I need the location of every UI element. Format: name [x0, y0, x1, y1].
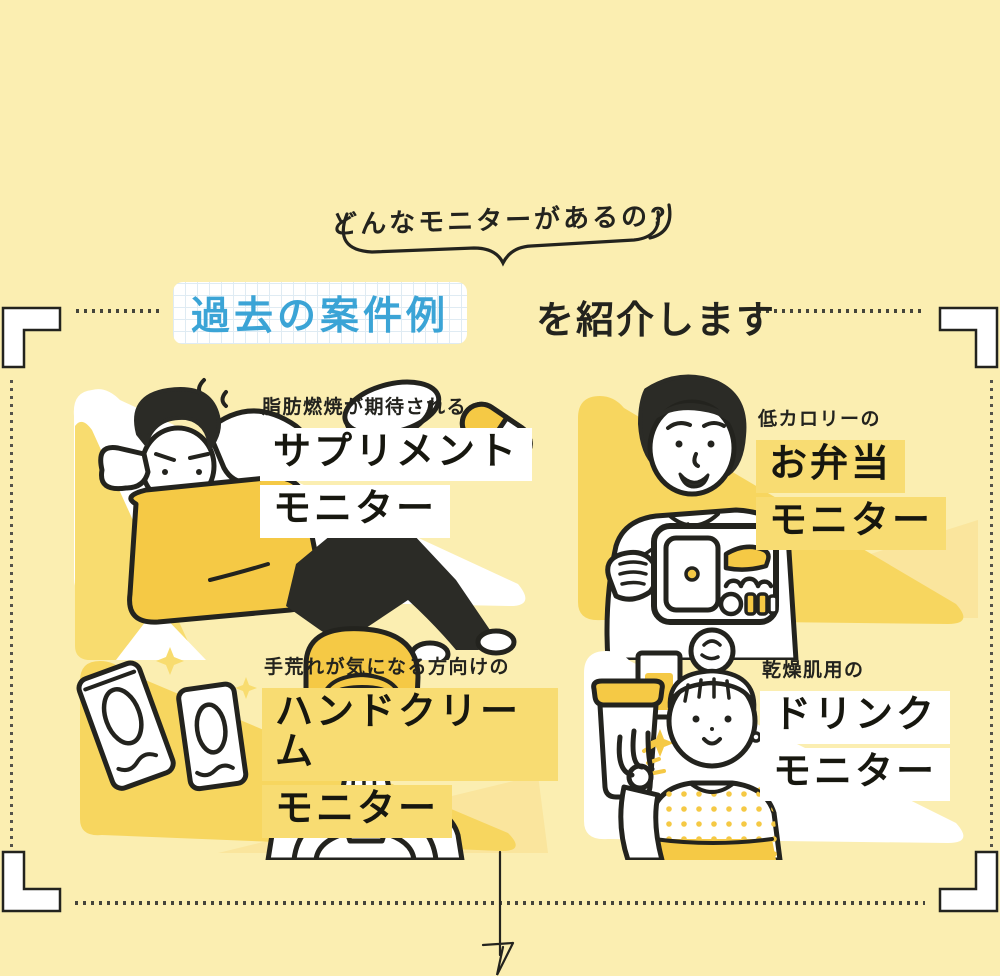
- card-subtitle: 低カロリーの: [758, 409, 882, 430]
- sparkle-icon: [156, 647, 257, 699]
- man-nose: [692, 452, 700, 468]
- bento-rice: [723, 544, 771, 572]
- man-hair-front: [653, 403, 742, 444]
- man-eyebrows: [154, 452, 210, 462]
- man-foot: [475, 628, 517, 656]
- card-title-line: ハンドクリーム: [262, 688, 558, 781]
- heading-highlight-box: 過去の案件例: [173, 282, 467, 344]
- crop-corner-mark-top-left: [1, 306, 62, 369]
- white-bottom-wedge: [116, 608, 206, 660]
- card-supplement-label: 脂肪燃焼が期待される サプリメント モニター: [260, 392, 533, 542]
- man-doing-situps-with-pills-illustration: [73, 378, 533, 660]
- woman-blouse-band: [650, 839, 776, 860]
- card-title-line: モニター: [262, 784, 453, 838]
- hand-cream-tube-icon: [176, 681, 249, 792]
- woman-bangs: [667, 668, 757, 712]
- dotted-rule-top-left: [76, 309, 160, 313]
- woman-mouth: [702, 737, 722, 746]
- man-hair: [134, 387, 221, 450]
- man-pants: [286, 508, 493, 650]
- card-title-line: モニター: [756, 496, 947, 550]
- bento-food-bumps: [723, 576, 774, 589]
- heading-rest-text: を紹介します: [536, 300, 777, 342]
- ok-hand-gesture: [616, 728, 655, 791]
- hand-cream-tube-icon: [76, 660, 176, 791]
- man-eyebrows: [666, 421, 726, 430]
- man-hand-fingers: [618, 560, 648, 586]
- crop-corner-mark-bottom-right: [938, 850, 999, 913]
- man-hand: [605, 549, 659, 602]
- down-arrow: [481, 850, 515, 976]
- heading-highlighted-text: 過去の案件例: [191, 295, 450, 338]
- man-eating-low-calorie-bento-illustration: [578, 374, 978, 660]
- woman-hair-bun: [688, 627, 736, 675]
- drink-woman: [616, 627, 783, 860]
- woman-arm: [618, 784, 665, 860]
- card-handcream: 手荒れが気になる方向けの ハンドクリーム モニター: [58, 625, 558, 860]
- man-left-arm: [98, 444, 151, 492]
- card-title-line: ドリンク: [760, 691, 951, 744]
- card-title-line: モニター: [760, 747, 951, 801]
- bento-box-icon: [651, 523, 779, 625]
- dotted-rule-right: [990, 380, 993, 852]
- woman-neckline: [688, 781, 736, 794]
- man-mouth: [678, 472, 710, 489]
- dotted-rule-bottom: [75, 901, 925, 905]
- card-subtitle: 脂肪燃焼が期待される: [262, 397, 468, 418]
- dotted-rule-top-right: [758, 309, 922, 313]
- card-drink-label: 乾燥肌用の ドリンク モニター: [760, 655, 951, 805]
- card-title-line: モニター: [260, 484, 451, 538]
- woman-ok-sign-with-drinks-illustration: [584, 627, 964, 860]
- card-supplement: 脂肪燃焼が期待される サプリメント モニター: [58, 368, 558, 660]
- card-drink: 乾燥肌用の ドリンク モニター: [560, 625, 1000, 860]
- card-subtitle: 乾燥肌用の: [762, 660, 865, 681]
- card-title-line: サプリメント: [260, 428, 533, 481]
- bangs-strands: [683, 677, 731, 703]
- card-handcream-label: 手荒れが気になる方向けの ハンドクリーム モニター: [262, 652, 558, 842]
- man-shirt-fold: [208, 562, 270, 582]
- dotted-rule-left: [10, 380, 13, 852]
- woman-earring: [750, 731, 762, 743]
- card-title-line: お弁当: [756, 440, 906, 493]
- card-bento-label: 低カロリーの お弁当 モニター: [756, 404, 947, 554]
- crop-corner-mark-top-right: [938, 306, 999, 369]
- speech-bubble-text: どんなモニターがあるの?: [330, 200, 670, 240]
- card-subtitle: 手荒れが気になる方向けの: [264, 657, 511, 678]
- card-bento: 低カロリーの お弁当 モニター: [558, 368, 1000, 660]
- crop-corner-mark-bottom-left: [1, 850, 62, 913]
